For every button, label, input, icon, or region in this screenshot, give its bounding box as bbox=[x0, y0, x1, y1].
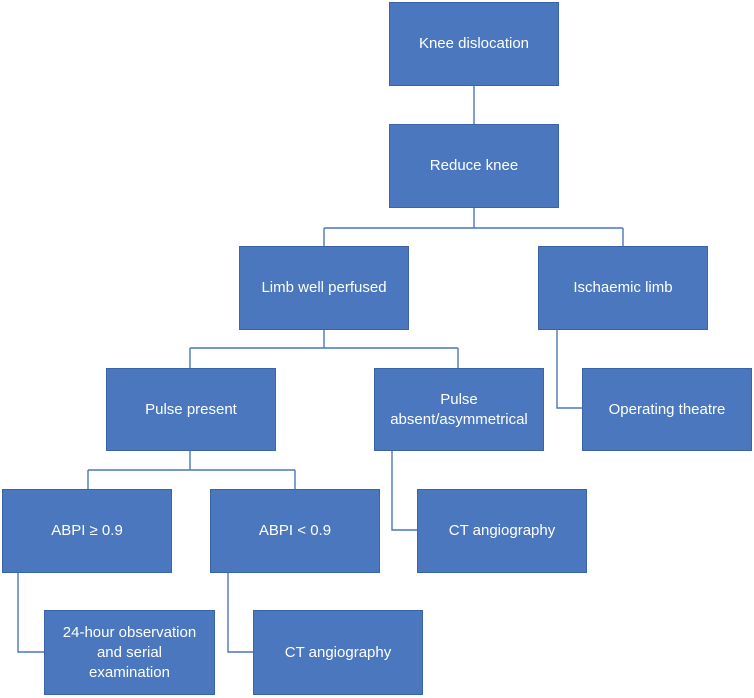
node-observation: 24-hour observation and serial examinati… bbox=[44, 610, 215, 695]
node-ischaemic-limb: Ischaemic limb bbox=[538, 246, 708, 330]
node-ct-angiography-bottom: CT angiography bbox=[253, 610, 423, 695]
node-ct-angiography-right-label: CT angiography bbox=[448, 522, 556, 539]
connector-absent-to-ct bbox=[391, 451, 418, 531]
connector-pulse-to-abpi bbox=[87, 451, 296, 489]
node-abpi-high-label: ABPI ≥ 0.9 bbox=[51, 522, 123, 539]
node-abpi-low: ABPI < 0.9 bbox=[210, 489, 380, 573]
node-observation-label-line1: 24-hour observation bbox=[62, 623, 197, 641]
node-observation-label-line3: examination bbox=[89, 663, 170, 681]
node-limb-well-perfused-label: Limb well perfused bbox=[261, 279, 387, 296]
connector-ischaemic-to-theatre bbox=[556, 330, 582, 409]
node-knee-dislocation-label: Knee dislocation bbox=[418, 35, 530, 52]
connector-reduce-to-branches bbox=[323, 208, 624, 246]
node-pulse-absent-label-line1: Pulse bbox=[440, 390, 478, 408]
node-pulse-present: Pulse present bbox=[106, 368, 276, 451]
node-abpi-high: ABPI ≥ 0.9 bbox=[2, 489, 172, 573]
node-limb-well-perfused: Limb well perfused bbox=[239, 246, 409, 330]
connector-abpi-high-to-observation bbox=[17, 573, 44, 653]
node-pulse-absent-label-line2: absent/asymmetrical bbox=[390, 410, 528, 428]
node-knee-dislocation: Knee dislocation bbox=[389, 2, 559, 86]
node-operating-theatre: Operating theatre bbox=[582, 368, 752, 451]
node-reduce-knee-label: Reduce knee bbox=[429, 157, 519, 174]
node-ct-angiography-bottom-label: CT angiography bbox=[284, 643, 392, 661]
node-pulse-absent: Pulse absent/asymmetrical bbox=[374, 368, 544, 451]
node-ct-angiography-right: CT angiography bbox=[417, 489, 587, 573]
node-operating-theatre-label: Operating theatre bbox=[608, 400, 726, 418]
node-reduce-knee: Reduce knee bbox=[389, 124, 559, 208]
node-ischaemic-limb-label: Ischaemic limb bbox=[573, 279, 673, 296]
node-abpi-low-label: ABPI < 0.9 bbox=[258, 522, 332, 539]
node-observation-label-line2: and serial bbox=[96, 643, 163, 661]
node-pulse-present-label: Pulse present bbox=[145, 400, 237, 418]
connector-abpi-low-to-ct bbox=[227, 573, 253, 653]
connector-perfused-to-pulse bbox=[189, 330, 459, 368]
